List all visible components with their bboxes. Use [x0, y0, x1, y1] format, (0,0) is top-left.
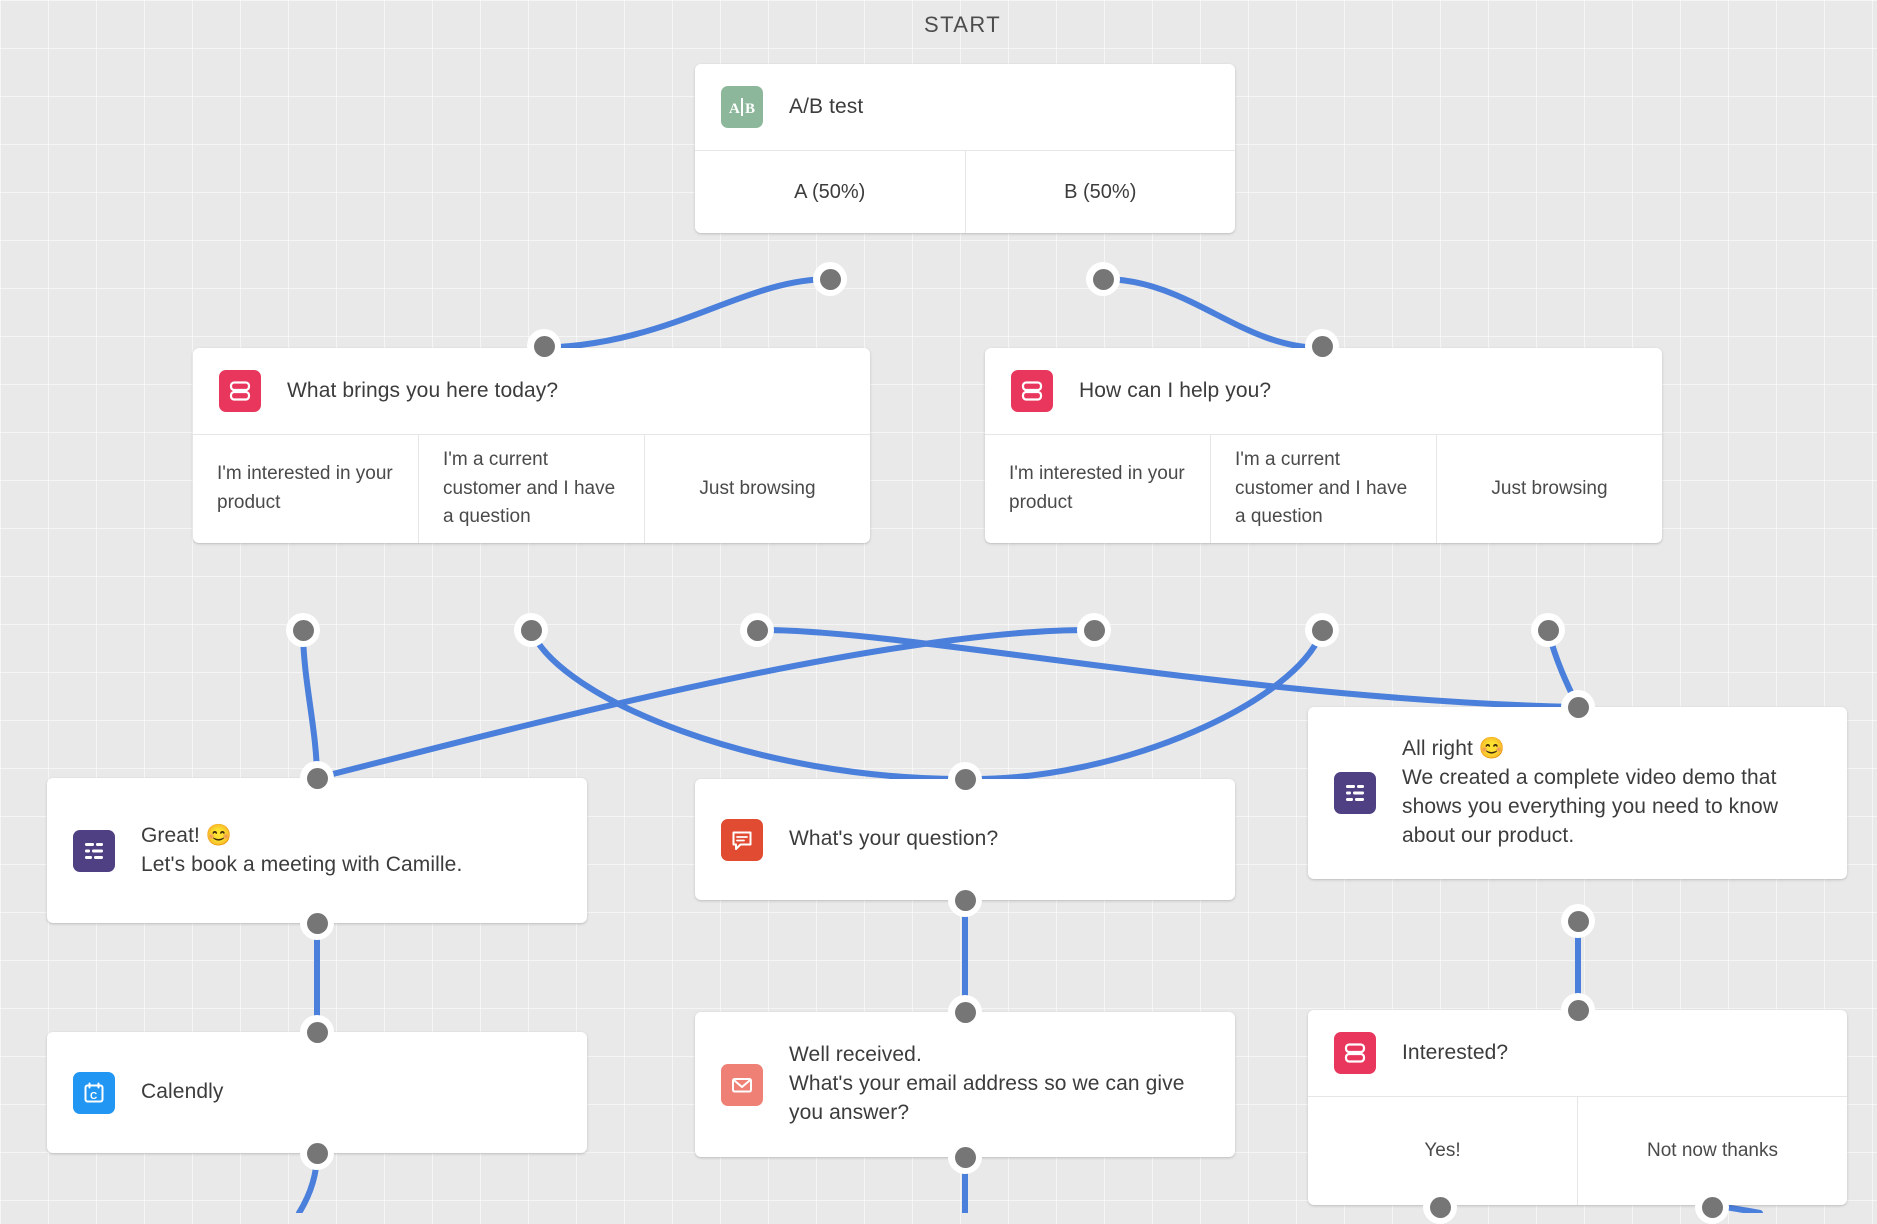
text-message-icon	[1334, 772, 1376, 814]
port-message-video-in[interactable]	[1561, 690, 1595, 724]
port-message-great-out[interactable]	[300, 906, 334, 940]
edge-left-interested-to-great	[300, 627, 320, 781]
option-right-customer[interactable]: I'm a current customer and I have a ques…	[1211, 435, 1437, 543]
node-message-video-title: All right 😊 We created a complete video …	[1402, 737, 1779, 847]
port-question-right-in[interactable]	[1305, 329, 1339, 363]
option-a[interactable]: A (50%)	[695, 151, 966, 233]
node-interested-options: Yes! Not now thanks	[1308, 1096, 1847, 1205]
option-yes[interactable]: Yes!	[1308, 1097, 1578, 1205]
port-calendly-in[interactable]	[300, 1015, 334, 1049]
edge-right-interested-to-great	[314, 626, 1097, 781]
port-interested-in[interactable]	[1561, 993, 1595, 1027]
port-option-a[interactable]	[813, 262, 847, 296]
port-message-video-out[interactable]	[1561, 904, 1595, 938]
node-question-right-header: How can I help you?	[985, 348, 1662, 434]
calendar-icon: C	[73, 1071, 115, 1114]
node-question-left[interactable]: What brings you here today? I'm interest…	[193, 348, 870, 543]
port-option-b[interactable]	[1086, 262, 1120, 296]
envelope-icon	[721, 1063, 763, 1106]
node-calendly-header: C Calendly	[47, 1032, 587, 1153]
edge-left-browsing-to-video	[754, 626, 1581, 710]
node-question-right[interactable]: How can I help you? I'm interested in yo…	[985, 348, 1662, 543]
node-question-left-header: What brings you here today?	[193, 348, 870, 434]
port-email-capture-out[interactable]	[948, 1140, 982, 1174]
node-interested-title: Interested?	[1402, 1040, 1509, 1064]
node-message-great-header: Great! 😊 Let's book a meeting with Camil…	[47, 778, 587, 923]
svg-text:C: C	[90, 1091, 97, 1102]
node-question-right-options: I'm interested in your product I'm a cur…	[985, 434, 1662, 543]
option-left-interested[interactable]: I'm interested in your product	[193, 435, 419, 543]
option-right-interested[interactable]: I'm interested in your product	[985, 435, 1211, 543]
node-email-capture[interactable]: Well received. What's your email address…	[695, 1012, 1235, 1157]
node-email-capture-header: Well received. What's your email address…	[695, 1012, 1235, 1157]
option-left-customer[interactable]: I'm a current customer and I have a ques…	[419, 435, 645, 543]
node-message-video[interactable]: All right 😊 We created a complete video …	[1308, 707, 1847, 879]
port-email-capture-in[interactable]	[948, 995, 982, 1029]
option-left-browsing[interactable]: Just browsing	[699, 477, 816, 499]
option-not-now[interactable]: Not now thanks	[1647, 1139, 1778, 1161]
svg-text:A: A	[729, 101, 740, 117]
node-ab-test-title: A/B test	[789, 94, 864, 118]
node-interested[interactable]: Interested? Yes! Not now thanks	[1308, 1010, 1847, 1205]
port-right-browsing-out[interactable]	[1531, 613, 1565, 647]
port-open-question-in[interactable]	[948, 762, 982, 796]
node-ab-test-header: A B A/B test	[695, 64, 1235, 150]
buttons-icon	[1334, 1032, 1376, 1074]
edge-right-customer-to-question	[962, 627, 1325, 783]
port-left-interested-out[interactable]	[286, 613, 320, 647]
port-left-customer-out[interactable]	[514, 613, 548, 647]
node-message-great-title: Great! 😊 Let's book a meeting with Camil…	[141, 823, 463, 876]
text-message-icon	[73, 829, 115, 872]
speech-bubble-icon	[721, 818, 763, 861]
buttons-icon	[219, 370, 261, 412]
node-open-question-title: What's your question?	[789, 827, 999, 851]
node-question-left-title: What brings you here today?	[287, 378, 559, 402]
node-question-right-title: How can I help you?	[1079, 378, 1272, 402]
edge-left-customer-to-question	[528, 627, 968, 783]
ab-test-icon: A B	[721, 86, 763, 128]
port-question-left-in[interactable]	[527, 329, 561, 363]
node-calendly-title: Calendly	[141, 1080, 224, 1104]
node-ab-test[interactable]: A B A/B test A (50%) B (50%)	[695, 64, 1235, 233]
node-message-great[interactable]: Great! 😊 Let's book a meeting with Camil…	[47, 778, 587, 923]
port-open-question-out[interactable]	[948, 883, 982, 917]
port-yes-out[interactable]	[1423, 1190, 1457, 1224]
option-right-browsing[interactable]: Just browsing	[1491, 477, 1608, 499]
port-left-browsing-out[interactable]	[740, 613, 774, 647]
port-right-interested-out[interactable]	[1077, 613, 1111, 647]
node-calendly[interactable]: C Calendly	[47, 1032, 587, 1153]
option-b[interactable]: B (50%)	[1064, 180, 1137, 203]
port-message-great-in[interactable]	[300, 761, 334, 795]
svg-text:B: B	[745, 101, 755, 117]
node-interested-header: Interested?	[1308, 1010, 1847, 1096]
node-message-video-header: All right 😊 We created a complete video …	[1308, 707, 1847, 879]
port-not-now-out[interactable]	[1695, 1190, 1729, 1224]
start-label: START	[924, 12, 1002, 37]
buttons-icon	[1011, 370, 1053, 412]
node-ab-test-options: A (50%) B (50%)	[695, 150, 1235, 233]
node-open-question[interactable]: What's your question?	[695, 779, 1235, 900]
edge-a-to-left-question	[528, 276, 833, 351]
node-open-question-header: What's your question?	[695, 779, 1235, 900]
port-calendly-out[interactable]	[300, 1136, 334, 1170]
node-email-capture-title: Well received. What's your email address…	[789, 1043, 1185, 1124]
node-question-left-options: I'm interested in your product I'm a cur…	[193, 434, 870, 543]
edge-b-to-right-question	[1100, 276, 1325, 351]
port-right-customer-out[interactable]	[1305, 613, 1339, 647]
